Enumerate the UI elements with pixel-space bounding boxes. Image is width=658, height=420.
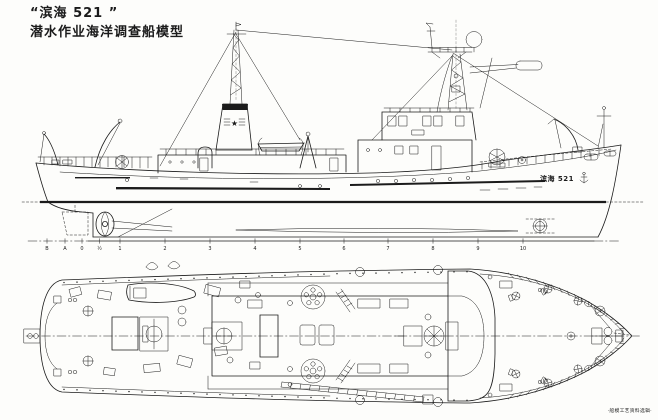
aft-railing [38,157,152,168]
towing-winch-plan [140,317,168,351]
stern-aframe-plan [45,296,61,376]
rudder [62,205,88,235]
drawing-title-line1: “滨海 521 ” [30,5,118,21]
station-label: 4 [253,246,256,252]
gooseneck-vent [198,147,212,168]
bridge-house [358,140,472,172]
rigging-stays [160,30,598,166]
station-label: 2 [163,246,166,252]
deck-ladders-plan [336,289,355,383]
antenna-mast [426,23,435,48]
construction-lines [236,20,456,110]
liferaft-canisters [584,151,616,160]
wheelhouse-windows [388,116,464,135]
aft-deckhouse [158,149,346,173]
drawing-title-line2: 潜水作业海洋调查船模型 [30,24,184,40]
yard-cylinder [470,61,542,73]
station-label: B [45,246,49,252]
deck-grating [112,317,138,350]
bow-crane [548,119,582,152]
station-label: 3 [208,246,211,252]
funnel-casing-plan [260,315,278,357]
station-scale: B A 0 ½ 1 2 3 4 5 6 7 8 9 10 [28,239,620,252]
foremast [597,107,611,149]
funnel: ★ [216,104,252,150]
title-block: “滨海 521 ” 潜水作业海洋调查船模型 [30,5,184,40]
station-label: 6 [342,246,345,252]
station-label: 1 [118,246,121,252]
accommodation-ladder-plan [281,382,433,404]
aft-capstans [68,298,93,374]
hull-profile [36,145,621,237]
propeller-shaft [112,221,172,231]
stern-roller [24,329,40,343]
deckhouse-winch-plan [204,322,242,350]
station-label: A [63,246,67,252]
work-boat-plan [127,262,196,303]
station-label: 10 [520,246,526,252]
station-label: 0 [80,246,83,252]
funnel-star-icon: ★ [231,119,238,128]
deck-plan-view [24,262,640,407]
liferaft-circles-plan [356,266,443,407]
funnel-stripes [224,119,245,125]
stern-davits [40,119,122,167]
bow-thruster [526,219,556,233]
wheelhouse [382,108,476,140]
hull-stripes [75,177,545,190]
bolted-hatch-aft [301,359,325,383]
foredeck-fittings [488,275,547,397]
hull-name: 滨海 521 [540,174,574,183]
midship-crane [300,132,316,168]
aft-deck-equipment [69,281,260,376]
station-label: 9 [476,246,479,252]
propeller [96,212,114,236]
stern-winch [52,156,129,169]
station-label: ½ [97,245,102,252]
forecastle-deck [480,149,612,169]
ship-boat-profile [258,138,304,155]
anchor-windlass-plan [583,300,629,372]
funnel-mast [227,22,246,104]
skylights-plan [248,299,408,373]
bilge-keel [236,228,518,232]
station-label: 8 [431,246,434,252]
bolted-hatch-forward [301,285,325,309]
station-label: 5 [298,246,301,252]
railing-stanchions [63,271,468,401]
side-elevation-view: 滨海 521 [22,20,644,252]
radar-dome [466,32,482,53]
anchor-mark-icon [580,172,588,183]
foredeck-winch [489,149,526,167]
bow-bulwark-ticks [508,273,624,399]
diving-winch-plan [395,314,458,358]
superstructure-plan [208,271,495,401]
funnel-cap-band [222,104,248,110]
station-label: 7 [386,246,389,252]
source-caption: ·船模工艺资料选辑· [608,407,652,414]
portholes [125,176,542,190]
